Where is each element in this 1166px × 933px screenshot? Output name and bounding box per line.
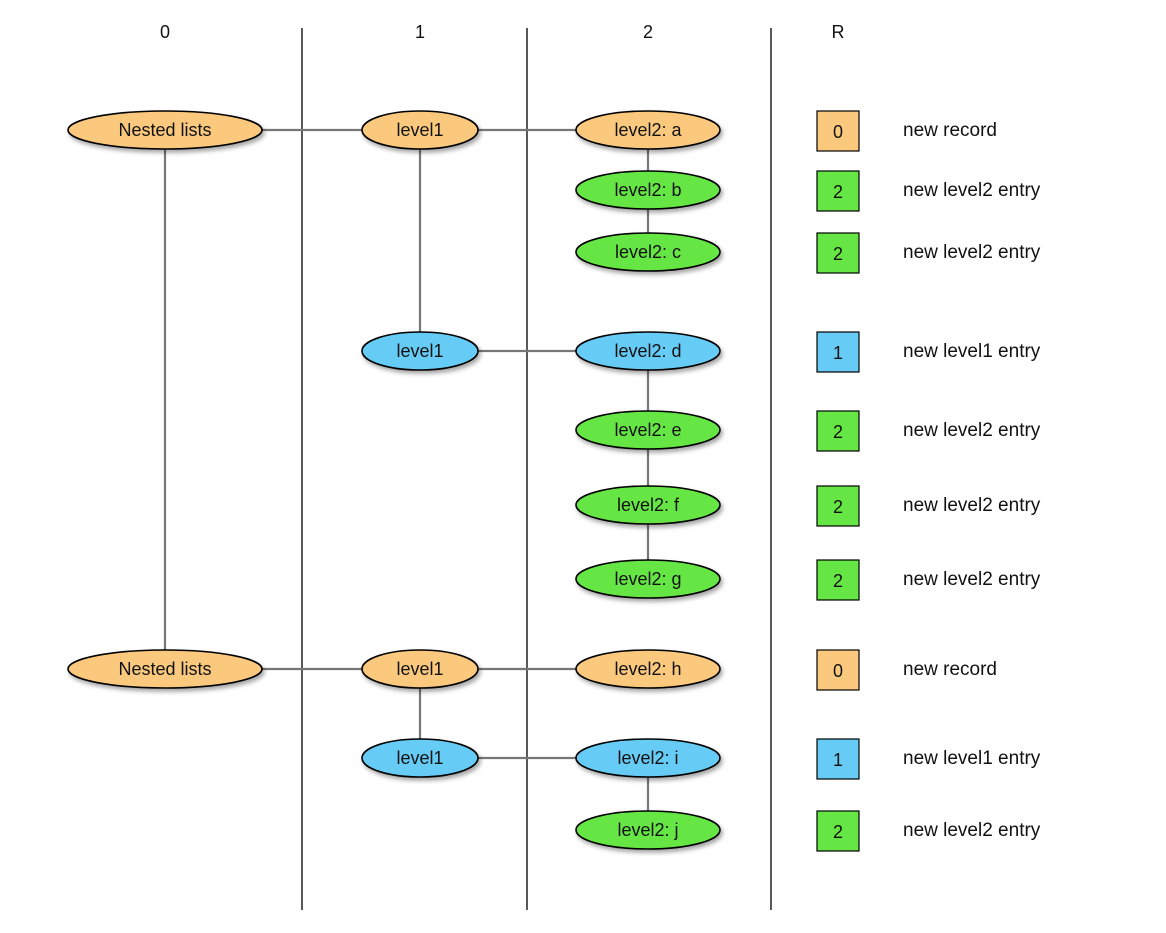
repetition-row: 2 new level2 entry: [816, 485, 1041, 527]
repetition-level-value: 2: [833, 822, 843, 842]
repetition-level-description: new level2 entry: [903, 242, 1041, 263]
repetition-level-description: new level2 entry: [903, 420, 1041, 441]
node-ellipse: [575, 170, 721, 210]
node-ellipse: [575, 649, 721, 689]
repetition-level-value: 1: [833, 750, 843, 770]
node-label: level2: j: [617, 820, 678, 840]
repetition-level-value: 0: [833, 122, 843, 142]
repetition-level-description: new level2 entry: [903, 569, 1041, 590]
node-level2-level2: level2: b: [575, 170, 721, 210]
repetition-level-box: [816, 410, 860, 452]
node-ellipse: [67, 649, 263, 689]
node-level1-level2: level2: i: [575, 738, 721, 778]
repetition-level-description: new level2 entry: [903, 820, 1041, 841]
node-label: level2: e: [614, 420, 681, 440]
node-ellipse: [575, 485, 721, 525]
repetition-level-value: 2: [833, 422, 843, 442]
repetition-row: 2 new level2 entry: [816, 810, 1041, 852]
repetition-level-box: [816, 485, 860, 527]
repetition-row: 0 new record: [816, 649, 997, 691]
node-label: level1: [396, 341, 443, 361]
column-header-r: R: [832, 22, 845, 42]
node-ellipse: [361, 738, 479, 778]
node-record-level2: level2: h: [575, 649, 721, 689]
repetition-row: 2 new level2 entry: [816, 170, 1041, 212]
node-label: level2: h: [614, 659, 681, 679]
node-label: level1: [396, 659, 443, 679]
column-headers: 0 1 2 R: [160, 22, 845, 42]
column-header-1: 1: [415, 22, 425, 42]
repetition-level-column: 0 new record 2 new level2 entry 2 new level2 …: [816, 110, 1041, 852]
node-record-level1: level1: [361, 649, 479, 689]
repetition-row: 2 new level2 entry: [816, 410, 1041, 452]
column-header-0: 0: [160, 22, 170, 42]
repetition-level-box: [816, 110, 860, 152]
repetition-row: 0 new record: [816, 110, 997, 152]
repetition-row: 2 new level2 entry: [816, 559, 1041, 601]
node-ellipse: [575, 232, 721, 272]
repetition-level-box: [816, 738, 860, 780]
node-label: level2: f: [617, 495, 680, 515]
node-level1-level2: level2: d: [575, 331, 721, 371]
node-label: level2: b: [614, 180, 681, 200]
node-record-level2: level2: a: [575, 110, 721, 150]
node-level2-level2: level2: g: [575, 559, 721, 599]
node-level2-level2: level2: f: [575, 485, 721, 525]
node-label: level1: [396, 748, 443, 768]
node-label: level1: [396, 120, 443, 140]
node-level1-level1: level1: [361, 331, 479, 371]
repetition-level-box: [816, 649, 860, 691]
repetition-level-description: new level1 entry: [903, 341, 1041, 362]
node-level2-level2: level2: e: [575, 410, 721, 450]
repetition-level-box: [816, 810, 860, 852]
tree-nodes: Nested lists level1 level2: a level2: b leve…: [67, 110, 721, 850]
node-label: Nested lists: [118, 659, 211, 679]
repetition-level-box: [816, 559, 860, 601]
node-record-level1: level1: [361, 110, 479, 150]
node-label: level2: i: [617, 748, 678, 768]
repetition-level-value: 2: [833, 182, 843, 202]
node-level2-level2: level2: j: [575, 810, 721, 850]
node-ellipse: [575, 110, 721, 150]
column-dividers: [301, 28, 772, 910]
repetition-level-value: 2: [833, 497, 843, 517]
node-level2-level2: level2: c: [575, 232, 721, 272]
tree-edges: [163, 128, 650, 830]
node-label: level2: d: [614, 341, 681, 361]
repetition-row: 1 new level1 entry: [816, 738, 1041, 780]
node-ellipse: [575, 559, 721, 599]
node-record-level0: Nested lists: [67, 649, 263, 689]
node-label: level2: g: [614, 569, 681, 589]
repetition-level-description: new level1 entry: [903, 748, 1041, 769]
repetition-level-value: 0: [833, 661, 843, 681]
node-ellipse: [67, 110, 263, 150]
node-label: Nested lists: [118, 120, 211, 140]
node-ellipse: [575, 410, 721, 450]
repetition-level-box: [816, 170, 860, 212]
repetition-level-box: [816, 331, 860, 373]
repetition-row: 1 new level1 entry: [816, 331, 1041, 373]
node-label: level2: c: [615, 242, 681, 262]
repetition-level-description: new level2 entry: [903, 180, 1041, 201]
node-label: level2: a: [614, 120, 682, 140]
repetition-row: 2 new level2 entry: [816, 232, 1041, 274]
repetition-level-description: new record: [903, 659, 997, 680]
repetition-level-value: 1: [833, 343, 843, 363]
node-level1-level1: level1: [361, 738, 479, 778]
repetition-level-box: [816, 232, 860, 274]
node-ellipse: [361, 110, 479, 150]
node-ellipse: [361, 331, 479, 371]
repetition-level-value: 2: [833, 571, 843, 591]
node-record-level0: Nested lists: [67, 110, 263, 150]
column-header-2: 2: [643, 22, 653, 42]
node-ellipse: [575, 331, 721, 371]
repetition-level-value: 2: [833, 244, 843, 264]
node-ellipse: [575, 738, 721, 778]
node-ellipse: [575, 810, 721, 850]
repetition-level-description: new record: [903, 120, 997, 141]
node-ellipse: [361, 649, 479, 689]
repetition-level-description: new level2 entry: [903, 495, 1041, 516]
